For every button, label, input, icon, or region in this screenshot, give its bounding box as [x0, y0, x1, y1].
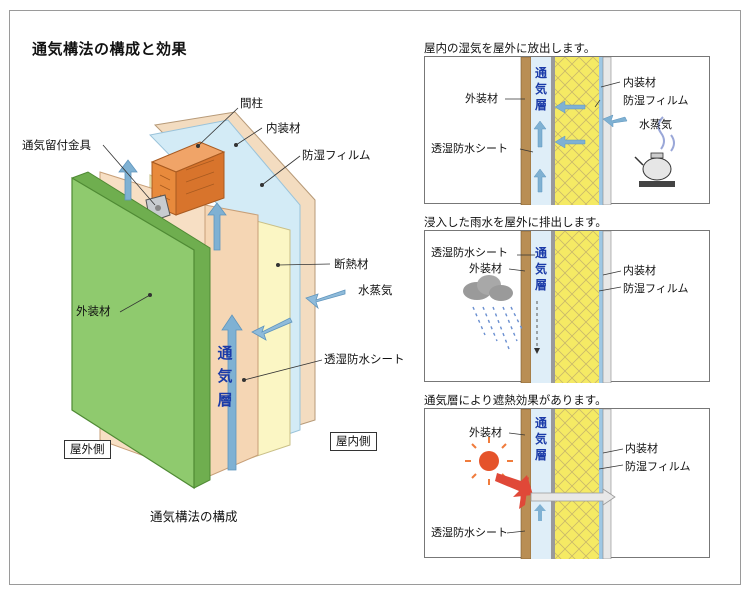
panel2-label-vapor-film: 防湿フィルム [623, 282, 689, 295]
label-insulation: 断熱材 [334, 257, 369, 271]
heat-arrow [495, 473, 533, 509]
panel1-diagram [505, 57, 675, 205]
panel1-vent-layer: 通気層 [534, 66, 547, 113]
label-stud: 間柱 [240, 96, 263, 110]
panel3-label-interior: 内装材 [625, 442, 658, 455]
page-title: 通気構法の構成と効果 [32, 40, 188, 58]
rain-icon [472, 306, 524, 350]
panel1-label-vapor: 水蒸気 [639, 118, 672, 131]
airflow-arrows [118, 159, 243, 471]
label-vapor: 水蒸気 [358, 283, 393, 297]
label-exterior: 外装材 [76, 304, 111, 318]
panel3-label-exterior: 外装材 [469, 426, 502, 439]
panel1-label-interior: 内装材 [623, 76, 656, 89]
panel2-label-exterior: 外装材 [469, 262, 502, 275]
panel2: 通気層 透湿防水シート 外装材 内装材 防湿フィルム [424, 230, 710, 383]
panel3-vent-layer: 通気層 [534, 416, 547, 463]
label-inside: 屋内側 [330, 432, 377, 451]
panel2-diagram [463, 231, 622, 383]
panel2-vent-layer: 通気層 [534, 246, 547, 293]
panel2-title: 浸入した雨水を屋外に排出します。 [424, 215, 607, 229]
vapor-arrows [251, 289, 346, 341]
label-interior: 内装材 [266, 121, 301, 135]
cloud-icon [463, 275, 513, 301]
label-wrb: 透湿防水シート [324, 352, 405, 366]
exterior-cladding [71, 171, 211, 490]
panel1: 通気層 外装材 内装材 防湿フィルム 水蒸気 透湿防水シート [424, 56, 710, 205]
panel3-title: 通気層により遮熱効果があります。 [424, 393, 607, 407]
panel2-label-interior: 内装材 [623, 264, 656, 277]
label-vapor-film: 防湿フィルム [302, 148, 371, 162]
panel1-title: 屋内の湿気を屋外に放出します。 [424, 41, 596, 55]
leader-lines [102, 107, 331, 381]
label-vent-layer-vertical: 通気層 [217, 344, 233, 409]
label-outside: 屋外側 [64, 440, 111, 459]
panel3: 通気層 外装材 内装材 防湿フィルム 透湿防水シート [424, 408, 710, 559]
panel3-label-wrb: 透湿防水シート [431, 526, 508, 539]
kettle-icon [634, 116, 675, 187]
panel3-diagram [465, 409, 624, 559]
panel2-label-wrb: 透湿防水シート [431, 246, 508, 259]
label-bracket: 通気留付金具 [22, 138, 91, 152]
diagram-caption: 通気構法の構成 [150, 509, 238, 524]
panel1-label-wrb: 透湿防水シート [431, 142, 508, 155]
panel1-label-exterior: 外装材 [465, 92, 498, 105]
panel1-label-vapor-film: 防湿フィルム [623, 94, 689, 107]
panel3-label-vapor-film: 防湿フィルム [625, 460, 691, 473]
